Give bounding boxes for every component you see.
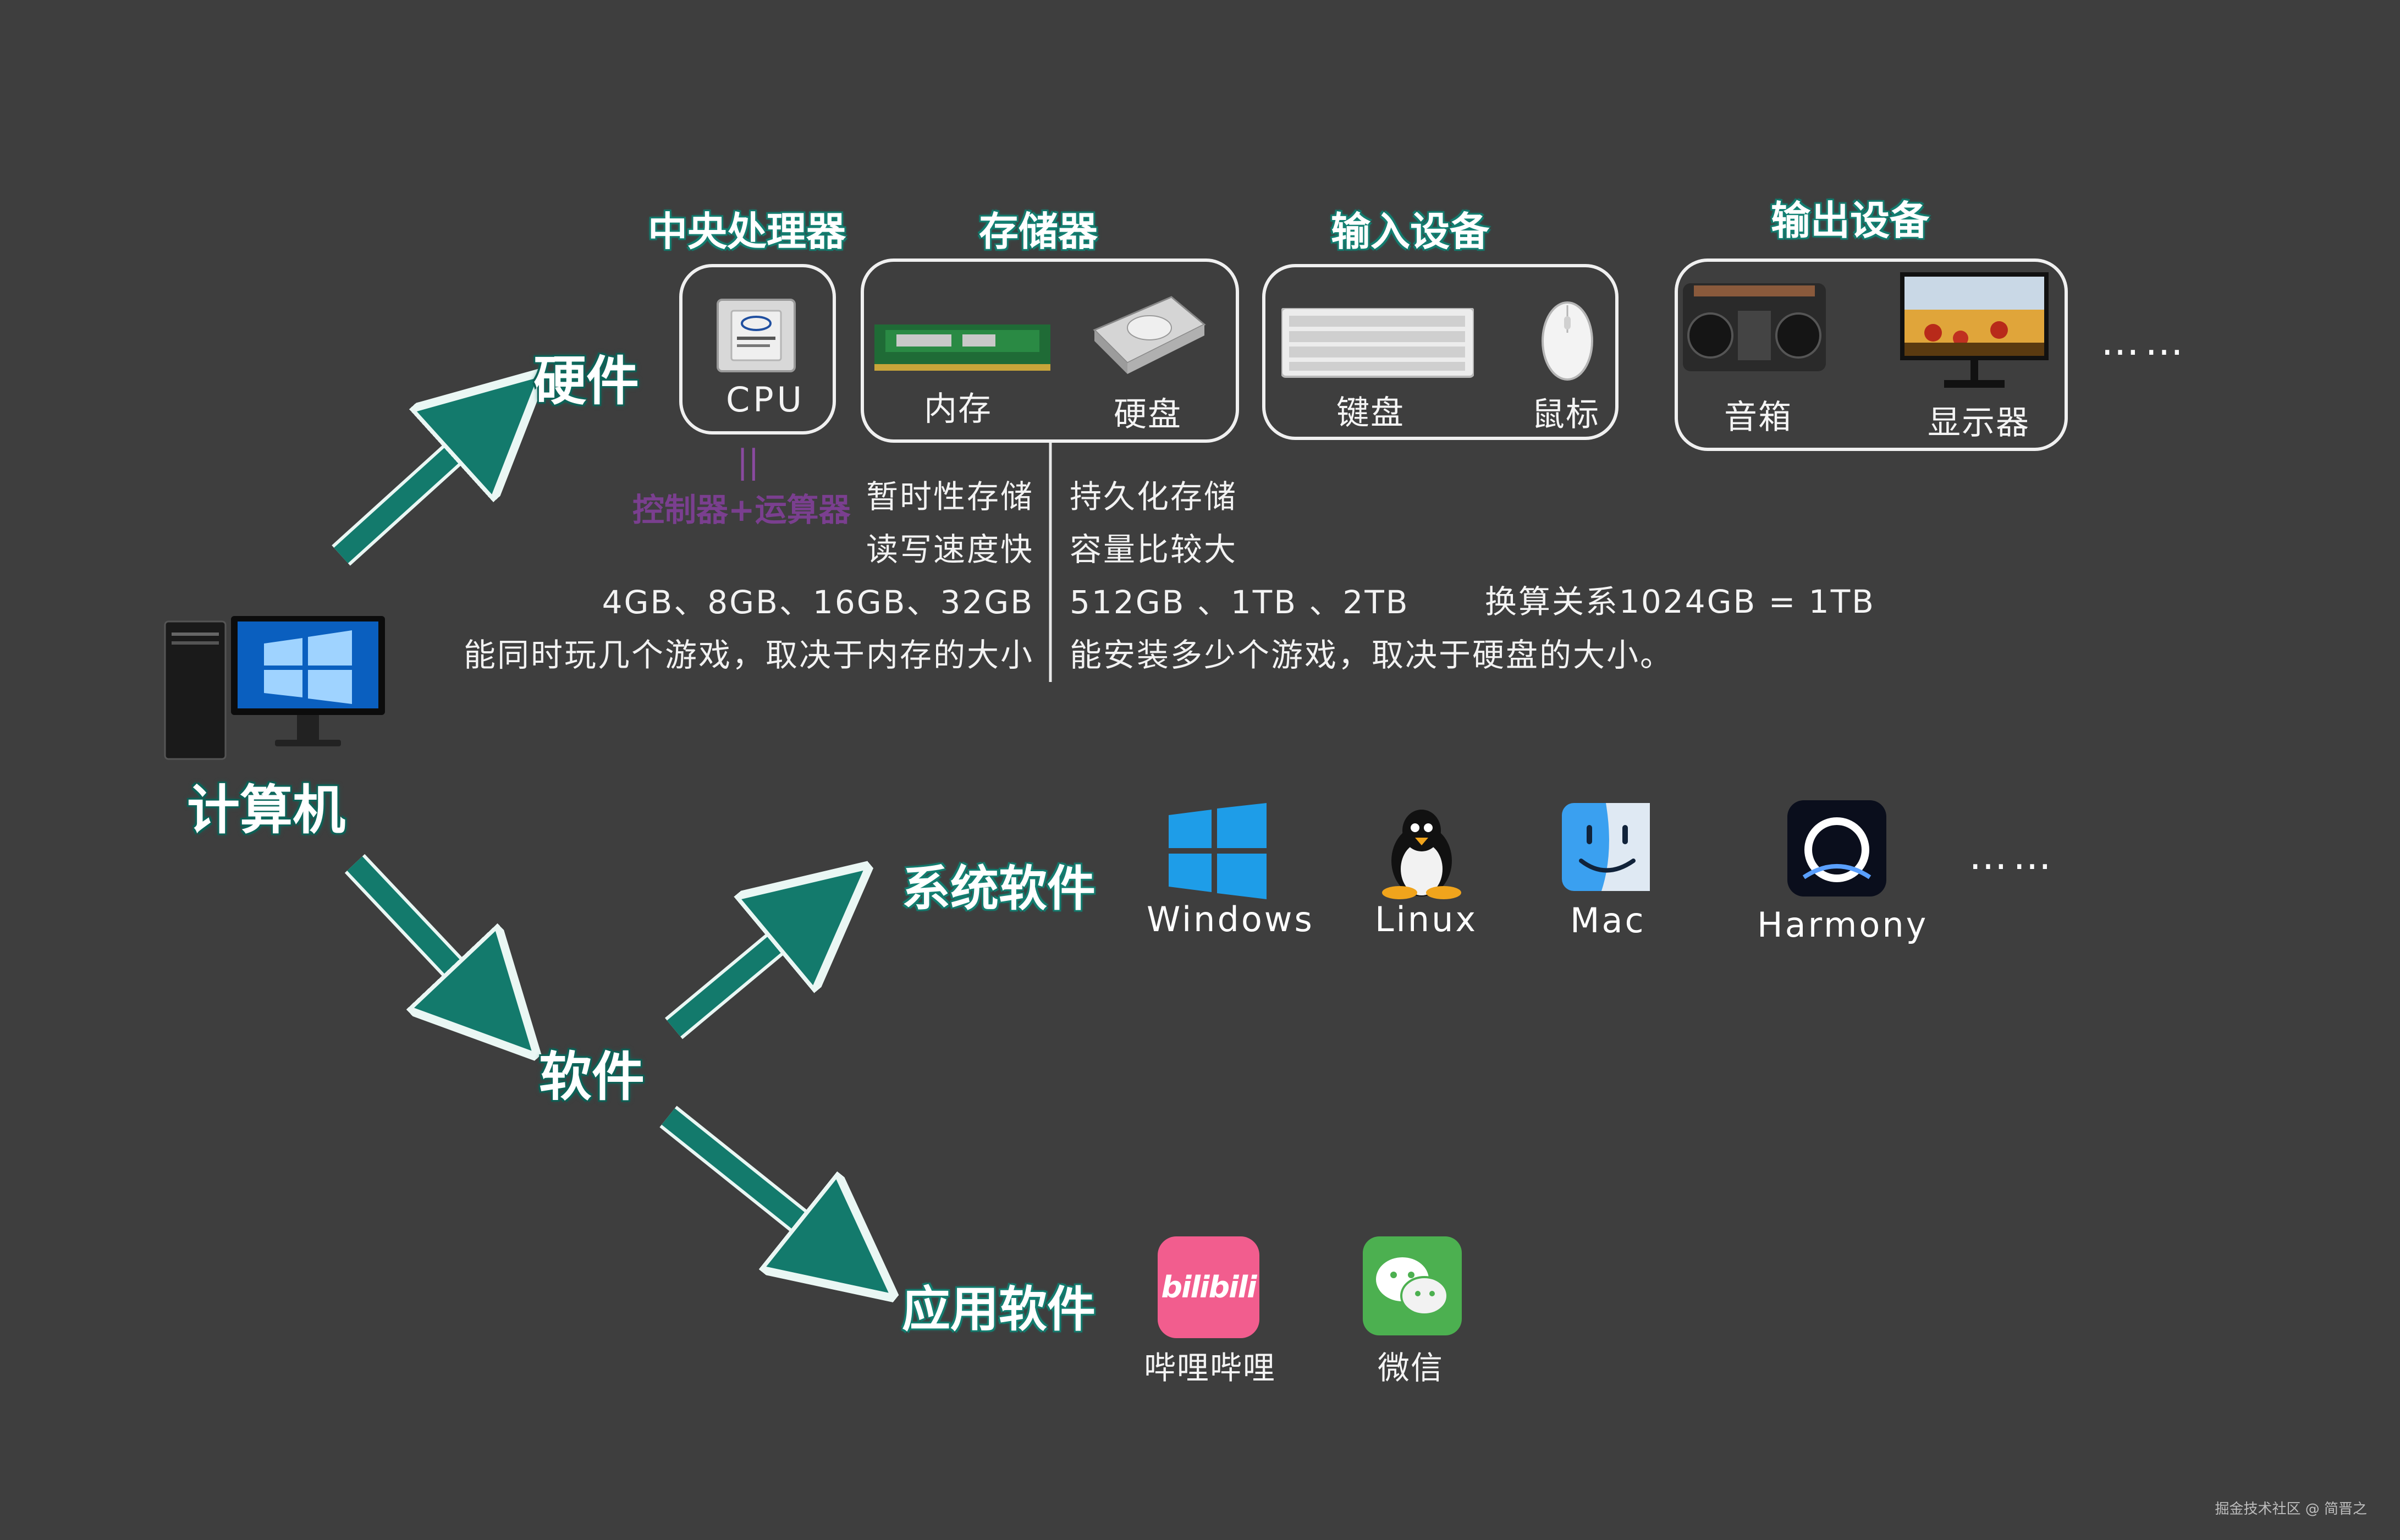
input-title: 输入设备 [1331,208,1490,255]
watermark: 掘金技术社区 @ 简晋之 [2215,1501,2367,1517]
arrow-to-application-software [659,1106,847,1260]
harmony-label: Harmony [1757,905,1929,945]
ram-note-temporary: 暂时性存储 [866,478,1034,515]
storage-title: 存储器 [979,208,1098,255]
hardware-label: 硬件 [533,350,639,412]
mac-finder-icon [1562,803,1650,893]
arrow-to-system-software [664,905,822,1040]
keyboard-label: 键盘 [1336,394,1405,432]
arrow-to-hardware [332,414,498,566]
cpu-chip-icon [715,297,797,376]
input-box [1262,264,1619,440]
windows-icon [1169,803,1268,901]
mouse-label: 鼠标 [1532,395,1600,434]
cpu-note: 控制器+运算器 [632,491,851,529]
output-title: 输出设备 [1771,197,1930,244]
cpu-label: CPU [726,380,806,420]
application-software-label: 应用软件 [902,1281,1096,1338]
system-more-ellipsis: …… [1969,833,2057,878]
system-software-label: 系统软件 [902,860,1096,917]
disk-notes: 持久化存储 容量比较大 512GB 、1TB 、2TB 能安装多少个游戏，取决于… [1070,470,1674,681]
arrow-to-software [344,854,495,1012]
hard-disk-icon [1089,292,1210,382]
disk-note-games: 能安装多少个游戏，取决于硬盘的大小。 [1070,636,1674,674]
linux-label: Linux [1375,899,1478,939]
ram-stick-icon [874,324,1050,376]
cpu-equals-mark: || [737,443,759,481]
ram-label: 内存 [924,390,992,428]
wechat-icon [1363,1236,1462,1338]
ram-note-sizes: 4GB、8GB、16GB、32GB [602,584,1034,621]
ram-note-speed: 读写速度快 [866,531,1034,568]
keyboard-icon [1280,307,1475,382]
wechat-label: 微信 [1378,1349,1444,1387]
hardware-more-ellipsis: …… [2101,319,2189,364]
disk-label: 硬盘 [1114,395,1182,434]
storage-box [861,258,1239,443]
windows-label: Windows [1147,899,1314,939]
cpu-title: 中央处理器 [648,208,846,255]
speaker-label: 音箱 [1724,398,1792,437]
disk-note-sizes: 512GB 、1TB 、2TB [1070,584,1410,621]
monitor-label: 显示器 [1928,404,2030,442]
conversion-note: 换算关系1024GB = 1TB [1485,583,1875,620]
bilibili-label: 哔哩哔哩 [1144,1349,1276,1387]
linux-tux-icon [1378,806,1466,901]
disk-note-persistent: 持久化存储 [1070,478,1238,515]
software-label: 软件 [539,1046,645,1108]
speaker-icon [1683,283,1826,376]
mouse-icon [1540,300,1595,384]
bilibili-icon: bilibili [1158,1236,1259,1338]
output-box [1675,258,2068,451]
root-computer-label: 计算机 [187,779,345,841]
computer-icon [159,610,390,765]
mac-label: Mac [1570,900,1646,941]
cpu-box [679,264,836,435]
harmony-icon [1787,800,1886,899]
monitor-icon [1900,272,2049,395]
disk-note-capacity: 容量比较大 [1070,531,1238,568]
bilibili-logo-text: bilibili [1161,1270,1257,1305]
ram-notes: 暂时性存储 读写速度快 4GB、8GB、16GB、32GB 能同时玩几个游戏，取… [385,470,1034,681]
ram-note-games: 能同时玩几个游戏，取决于内存的大小 [463,636,1034,674]
